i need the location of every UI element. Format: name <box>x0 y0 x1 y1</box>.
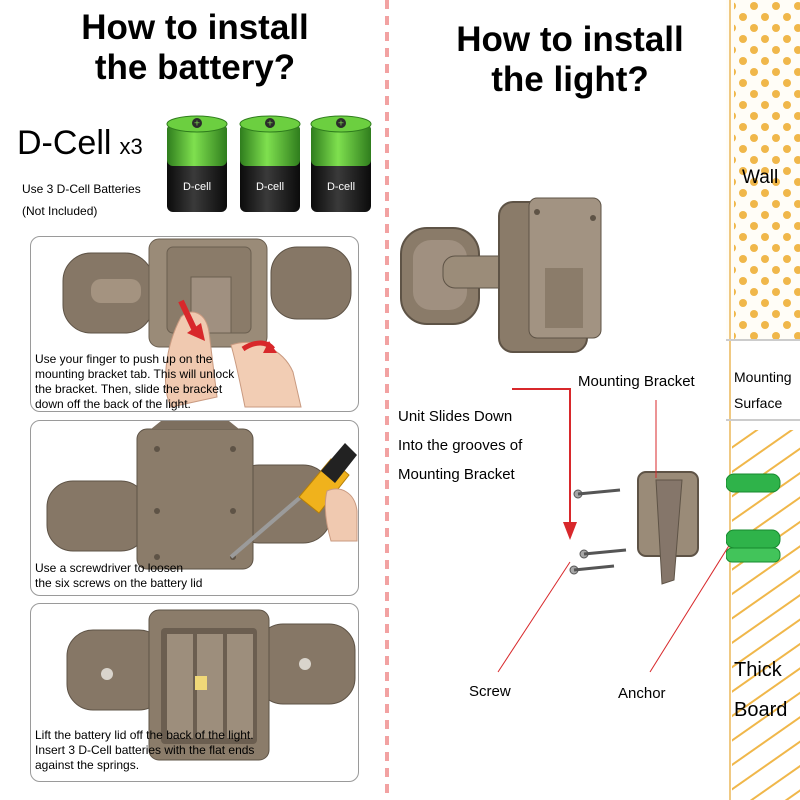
anchor-leader <box>649 543 730 673</box>
battery-step-2: Use a screwdriver to loosen the six scre… <box>30 420 359 596</box>
anchor-1 <box>726 473 781 493</box>
svg-text:+: + <box>194 119 201 128</box>
light-unit-illustration <box>400 197 602 353</box>
wall-label: Wall <box>742 167 779 188</box>
screw-leader <box>497 561 571 673</box>
thick-board-label: Thick Board <box>734 659 788 721</box>
slides-down-note: Unit Slides Down Into the grooves of Mou… <box>398 408 523 483</box>
screws-illustration <box>569 488 627 575</box>
step-1-caption: Use your finger to push up on the mounti… <box>35 352 235 411</box>
step-2-caption: Use a screwdriver to loosen the six scre… <box>35 561 203 590</box>
wall-cross-section: Wall Mounting Surface Thick Board <box>726 0 800 800</box>
anchor-2 <box>726 529 781 549</box>
battery-1: + D-cell <box>166 115 228 212</box>
mounting-bracket-label: Mounting Bracket <box>578 373 695 390</box>
battery-1-label: D-cell <box>183 181 211 193</box>
battery-step-1: Use your finger to push up on the mounti… <box>30 236 359 412</box>
step-1-illustration <box>62 238 352 408</box>
step-2-illustration <box>46 421 358 570</box>
battery-title: How to install the battery? <box>81 8 309 87</box>
battery-use-note: Use 3 D-Cell Batteries <box>22 182 141 196</box>
battery-2: + D-cell <box>239 115 301 212</box>
battery-3-label: D-cell <box>327 181 355 193</box>
anchor-label: Anchor <box>618 685 666 702</box>
bracket-diagram <box>497 388 730 673</box>
battery-2-label: D-cell <box>256 181 284 193</box>
slide-arrow-head <box>563 522 577 540</box>
section-divider <box>385 0 389 800</box>
mounting-surface-label: Mounting Surface <box>734 369 792 411</box>
wall-illustration <box>726 0 800 800</box>
svg-text:+: + <box>338 119 345 128</box>
light-title: How to install the light? <box>456 20 684 99</box>
step-3-caption: Lift the battery lid off the back of the… <box>35 728 255 772</box>
battery-not-included: (Not Included) <box>22 204 98 218</box>
dcell-batteries-illustration: + D-cell + D-cell + D-cell <box>166 115 372 212</box>
step-3-illustration <box>66 609 356 761</box>
svg-text:+: + <box>267 119 274 128</box>
battery-step-3: Lift the battery lid off the back of the… <box>30 603 359 782</box>
screw-label: Screw <box>469 683 511 700</box>
battery-3: + D-cell <box>310 115 372 212</box>
